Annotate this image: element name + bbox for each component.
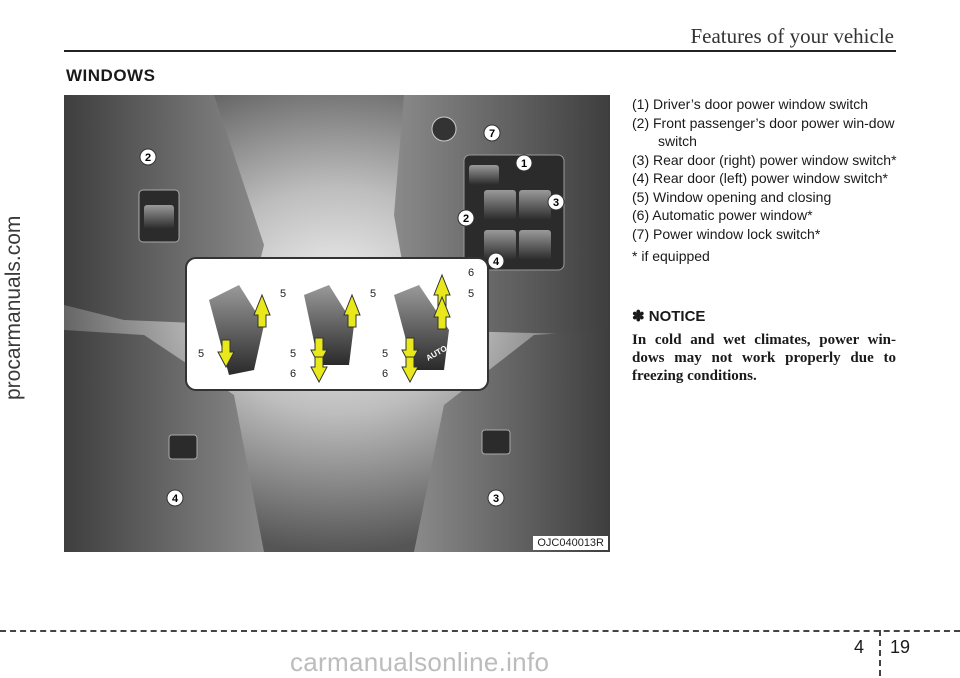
legend-item: (3) Rear door (right) power window switc… xyxy=(632,151,897,168)
up-arrow-icon xyxy=(433,273,451,330)
notice-heading: ✽ NOTICE xyxy=(632,307,705,325)
page-chapter: 4 xyxy=(854,637,865,657)
window-switch-figure: AUTO 5 5 5 5 6 6 5 5 6 2 7 1 xyxy=(64,95,610,552)
callout-5: 5 xyxy=(198,348,204,360)
svg-text:4: 4 xyxy=(493,256,500,268)
footer-rule xyxy=(0,630,960,632)
rear-left-switch xyxy=(168,434,198,460)
figure-code: OJC040013R xyxy=(533,536,608,550)
callout-6: 6 xyxy=(290,368,296,380)
callout-badge-2: 2 xyxy=(139,148,157,166)
rear-right-door-panel xyxy=(414,330,610,552)
svg-text:1: 1 xyxy=(521,158,527,170)
svg-text:4: 4 xyxy=(172,493,179,505)
legend-footnote: * if equipped xyxy=(632,248,710,264)
legend-item: (1) Driver’s door power window switch xyxy=(632,96,869,112)
down-arrow-icon xyxy=(217,339,235,369)
svg-text:3: 3 xyxy=(493,493,499,505)
header-rule xyxy=(64,50,896,52)
down-arrow-icon xyxy=(401,337,419,384)
svg-text:7: 7 xyxy=(489,128,495,140)
callout-5: 5 xyxy=(382,348,388,360)
callout-5: 5 xyxy=(468,288,474,300)
notice-body: In cold and wet climates, power win-dows… xyxy=(632,332,896,384)
header-title: Features of your vehicle xyxy=(690,24,894,48)
legend-item: (2) Front passenger’s door power win-dow… xyxy=(632,114,895,150)
up-arrow-icon xyxy=(343,293,361,328)
legend-item: (4) Rear door (left) power window switch… xyxy=(632,170,888,186)
legend-item: (7) Power window lock switch* xyxy=(632,225,821,242)
svg-text:2: 2 xyxy=(463,213,469,225)
callout-badge-1: 1 xyxy=(515,154,533,172)
watermark-left-container: procarmanuals.com xyxy=(2,216,32,430)
legend-list: (1) Driver’s door power window switch (2… xyxy=(632,95,902,280)
callout-badge-7: 7 xyxy=(483,124,501,142)
callout-6: 6 xyxy=(468,267,474,279)
callout-badge-4: 4 xyxy=(166,489,184,507)
callout-badge-4: 4 xyxy=(487,252,505,270)
page-separator xyxy=(879,630,881,676)
watermark-left: procarmanuals.com xyxy=(2,215,25,400)
notice-asterisk-icon: ✽ xyxy=(632,308,645,325)
window-switch-illustration: AUTO 5 5 5 5 6 6 5 5 6 2 7 1 xyxy=(64,95,610,552)
legend-item: (5) Window opening and closing xyxy=(632,188,832,205)
callout-5: 5 xyxy=(370,288,376,300)
watermark-bottom: carmanualsonline.info xyxy=(290,647,550,677)
section-title: WINDOWS xyxy=(66,66,156,85)
svg-text:3: 3 xyxy=(553,197,559,209)
rear-right-switch xyxy=(481,429,511,455)
notice-title: NOTICE xyxy=(648,308,706,325)
callout-badge-2: 2 xyxy=(457,209,475,227)
callout-badge-3: 3 xyxy=(487,489,505,507)
legend-item: (6) Automatic power window* xyxy=(632,207,813,223)
callout-badge-3: 3 xyxy=(547,193,565,211)
callout-5: 5 xyxy=(280,288,286,300)
svg-text:2: 2 xyxy=(145,152,151,164)
callout-5: 5 xyxy=(290,348,296,360)
down-arrow-icon xyxy=(310,337,328,384)
page-number: 19 xyxy=(890,637,911,657)
callout-6: 6 xyxy=(382,368,388,380)
up-arrow-icon xyxy=(253,293,271,328)
mirror-control xyxy=(431,116,457,142)
